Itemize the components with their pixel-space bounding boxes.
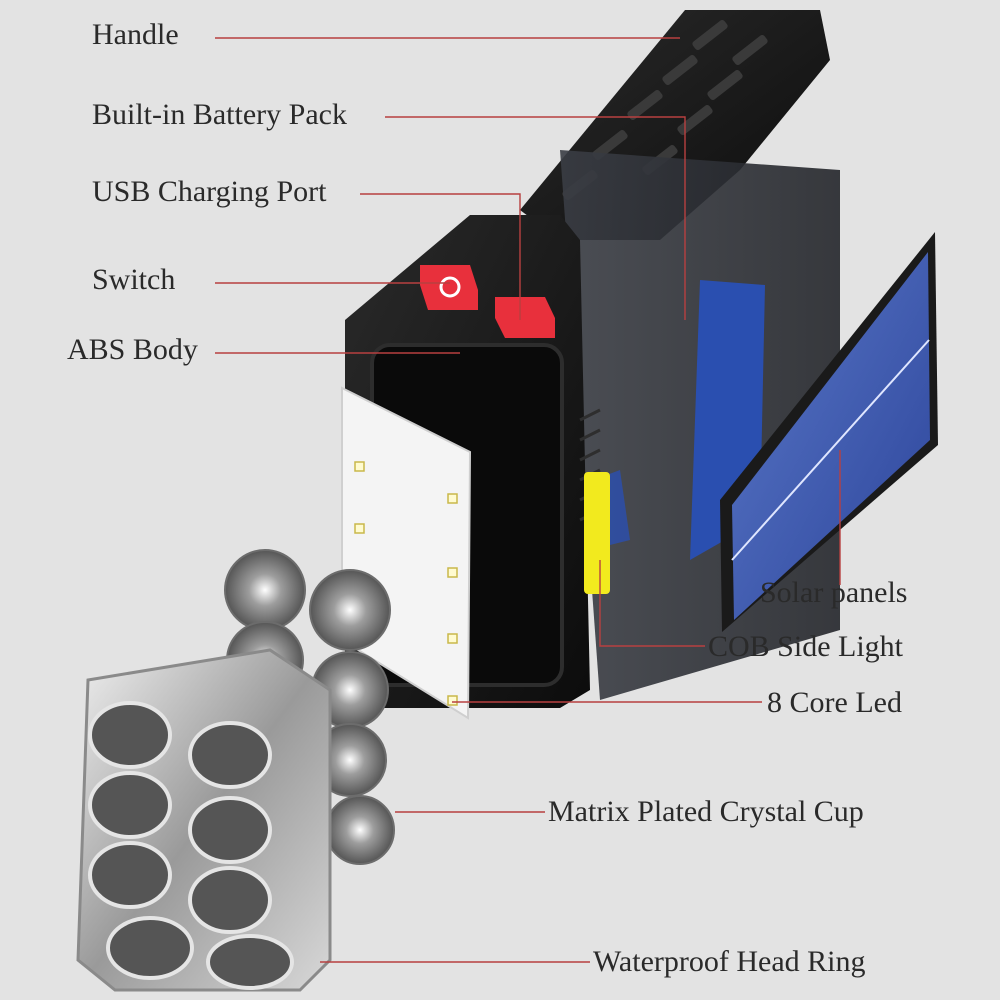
label-cob-side-light: COB Side Light <box>708 630 904 663</box>
leader-lines <box>215 37 841 963</box>
usb-port-part <box>495 297 555 338</box>
leader-cob <box>599 560 705 647</box>
switch-button-part <box>420 265 478 310</box>
head-ring-part <box>76 648 332 992</box>
label-battery: Built-in Battery Pack <box>92 98 347 131</box>
label-head-ring: Waterproof Head Ring <box>593 945 866 978</box>
cob-side-light-part <box>584 472 610 594</box>
label-handle: Handle <box>92 18 179 51</box>
label-switch: Switch <box>92 263 176 296</box>
label-8-core-led: 8 Core Led <box>767 686 902 719</box>
leader-usb <box>360 193 521 320</box>
label-usb-charging-port: USB Charging Port <box>92 175 327 208</box>
leader-battery <box>385 116 686 320</box>
label-abs-body: ABS Body <box>67 333 198 366</box>
solar-panel-part <box>720 232 938 632</box>
label-crystal-cup: Matrix Plated Crystal Cup <box>548 795 864 828</box>
label-solar-panels: Solar panels <box>760 576 908 609</box>
